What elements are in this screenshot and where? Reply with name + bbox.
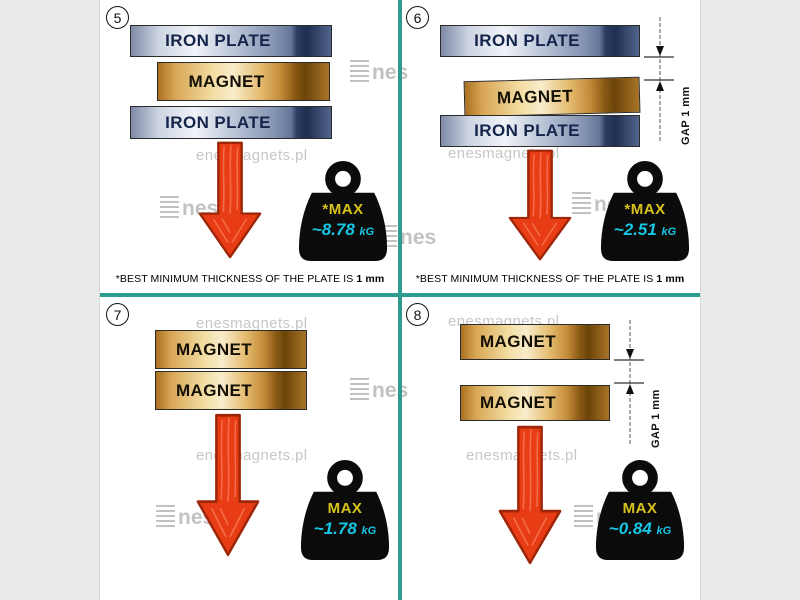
- plate-thickness-note: *BEST MINIMUM THICKNESS OF THE PLATE IS …: [115, 273, 385, 285]
- magnet-bar-top: MAGNET: [460, 324, 610, 360]
- panel-number-badge: 5: [106, 6, 129, 29]
- iron-plate-top: IRON PLATE: [440, 25, 640, 57]
- magnet-bar: MAGNET: [463, 76, 641, 118]
- weight-max-label: MAX: [622, 500, 658, 517]
- weight-value: ~8.78 kG: [311, 220, 375, 239]
- weight-kettlebell: MAX ~1.78 kG: [298, 460, 392, 562]
- pull-direction-arrow: [198, 141, 262, 259]
- panel-number-badge: 6: [406, 6, 429, 29]
- panel-6-magnet-with-gap: 6 IRON PLATE MAGNET IRON PLATE GAP 1 mm: [400, 0, 700, 293]
- panel-5-magnet-between-plates: 5 IRON PLATE MAGNET IRON PLATE *MAX ~8.7…: [100, 0, 400, 293]
- pull-direction-arrow: [508, 149, 572, 261]
- weight-value: ~2.51 kG: [613, 220, 677, 239]
- weight-max-label: *MAX: [624, 201, 666, 218]
- pull-direction-arrow: [498, 425, 562, 565]
- right-letterbox-bar: [700, 0, 800, 600]
- gap-label: GAP 1 mm: [650, 389, 662, 448]
- gap-dimension: GAP 1 mm: [614, 318, 662, 448]
- weight-max-label: *MAX: [322, 201, 364, 218]
- weight-value: ~0.84 kG: [608, 519, 672, 538]
- vertical-divider: [398, 0, 402, 600]
- panel-8-two-magnets-with-gap: 8 MAGNET MAGNET GAP 1 mm MAX ~0.84 kG: [400, 297, 700, 600]
- iron-plate-top: IRON PLATE: [130, 25, 332, 57]
- panel-number-badge: 7: [106, 303, 129, 326]
- weight-value: ~1.78 kG: [313, 519, 377, 538]
- iron-plate-bottom: IRON PLATE: [130, 106, 332, 139]
- magnet-bar-bottom: MAGNET: [460, 385, 610, 421]
- horizontal-divider: [100, 293, 700, 297]
- weight-kettlebell: *MAX ~8.78 kG: [296, 161, 390, 263]
- weight-kettlebell: MAX ~0.84 kG: [593, 460, 687, 562]
- weight-kettlebell: *MAX ~2.51 kG: [598, 161, 692, 263]
- gap-dimension: GAP 1 mm: [644, 15, 692, 145]
- panel-7-two-magnets: 7 MAGNET MAGNET MAX ~1.78 kG: [100, 297, 400, 600]
- plate-thickness-note: *BEST MINIMUM THICKNESS OF THE PLATE IS …: [415, 273, 685, 285]
- pull-direction-arrow: [196, 413, 260, 557]
- magnet-bar: MAGNET: [157, 62, 330, 101]
- iron-plate-bottom: IRON PLATE: [440, 115, 640, 147]
- panel-number-badge: 8: [406, 303, 429, 326]
- weight-max-label: MAX: [327, 500, 363, 517]
- gap-label: GAP 1 mm: [680, 86, 692, 145]
- magnet-bar-top: MAGNET: [155, 330, 307, 369]
- magnet-bar-bottom: MAGNET: [155, 371, 307, 410]
- left-letterbox-bar: [0, 0, 100, 600]
